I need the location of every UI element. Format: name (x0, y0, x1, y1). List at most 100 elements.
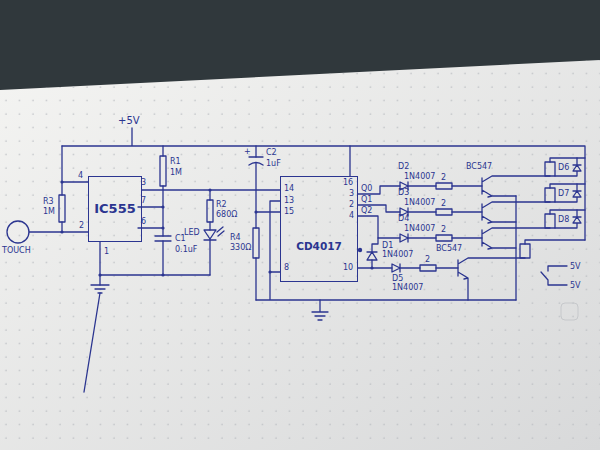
resistor-symbol (253, 228, 259, 258)
paper-mark (561, 303, 578, 320)
ic-box: IC555 (88, 176, 142, 242)
pin-number: 1 (104, 247, 109, 256)
capacitor-symbol (155, 236, 171, 241)
wire (515, 196, 516, 300)
pin-number: 13 (284, 196, 294, 205)
part-value: 2 (441, 199, 446, 208)
part-value: 330Ω (230, 243, 251, 252)
paper-sheet (0, 60, 600, 450)
part-value: 1N4007 (404, 172, 435, 181)
part-name: C2 (266, 148, 277, 157)
part-name: D6 (558, 163, 569, 172)
wire (256, 146, 516, 300)
pin-number: 3 (141, 178, 146, 187)
junction-dot (60, 180, 63, 183)
part-name: D2 (398, 162, 409, 171)
pin-number: 4 (78, 171, 83, 180)
resistor-symbol (436, 183, 452, 189)
part-value: 1M (170, 168, 182, 177)
wire (256, 146, 280, 300)
part-value: 1N4007 (392, 283, 423, 292)
pin-number: 7 (141, 196, 146, 205)
diode-symbol (392, 264, 400, 272)
pin-number: 8 (284, 263, 289, 272)
diode-symbol (367, 252, 377, 260)
supply-label: +5V (118, 115, 140, 127)
wire (62, 146, 88, 232)
part-name: TOUCH (2, 246, 31, 255)
resistor-symbol (420, 265, 436, 271)
relay-coil (520, 244, 530, 258)
led-symbol (204, 227, 224, 240)
part-value: 1N4007 (382, 250, 413, 259)
relay-contact (541, 266, 567, 285)
pin-number: 3 (349, 189, 354, 198)
ink-blot (358, 248, 362, 252)
junction-dot (60, 230, 63, 233)
pin-number: 2 (79, 221, 84, 230)
part-name: D7 (558, 189, 569, 198)
stray-line (84, 293, 100, 392)
part-value: 2 (441, 225, 446, 234)
part-name: R4 (230, 233, 241, 242)
wire (100, 242, 210, 285)
part-value: 1N4007 (404, 198, 435, 207)
part-value: 1uF (266, 159, 281, 168)
resistor-symbol (160, 156, 166, 186)
junction-dot (161, 205, 164, 208)
part-value: BC547 (436, 244, 462, 253)
ground-symbol (312, 300, 328, 320)
part-name: R3 (43, 197, 54, 206)
signal-name: Q2 (361, 206, 372, 215)
resistor-symbol (436, 209, 452, 215)
relay-coil (545, 214, 555, 228)
part-name: D4 (398, 214, 409, 223)
resistor-symbol (436, 235, 452, 241)
touch-pad (7, 221, 29, 243)
capacitor-symbol (249, 157, 263, 165)
pin-number: 4 (349, 211, 354, 220)
ic-name: IC555 (94, 202, 136, 216)
junction-dot (370, 266, 373, 269)
junction-dot (98, 273, 101, 276)
polarity-mark: + (244, 147, 251, 156)
part-name: D8 (558, 215, 569, 224)
pin-number: 10 (343, 263, 353, 272)
part-name: D1 (382, 241, 393, 250)
pin-number: 2 (349, 200, 354, 209)
part-name: R1 (170, 157, 181, 166)
signal-name: Q0 (361, 184, 372, 193)
supply-label: 5V (570, 262, 581, 271)
diode-symbol (555, 158, 581, 228)
relay-coil (545, 188, 555, 202)
part-name: R2 (216, 200, 227, 209)
pin-number: 16 (343, 178, 353, 187)
wire (525, 240, 585, 244)
wire (550, 158, 585, 214)
wire (209, 190, 210, 275)
supply-rail (62, 128, 585, 240)
dot-grid (0, 60, 600, 450)
part-name: D5 (392, 274, 403, 283)
pin-number: 14 (284, 184, 294, 193)
part-value: 0.1uF (175, 245, 197, 254)
pin-number: 15 (284, 207, 294, 216)
part-value: 2 (441, 173, 446, 182)
signal-name: Q1 (361, 195, 372, 204)
ground-symbol (91, 285, 109, 293)
wire (400, 267, 458, 268)
part-name: D3 (398, 188, 409, 197)
ic-name: CD4017 (296, 241, 342, 253)
part-value: 1M (43, 207, 55, 216)
supply-label: 5V (570, 281, 581, 290)
part-value: BC547 (466, 162, 492, 171)
junction-dot (161, 273, 164, 276)
part-value: 1N4007 (404, 224, 435, 233)
junction-dot (268, 270, 271, 273)
output-wire (358, 186, 400, 238)
part-value: 680Ω (216, 210, 237, 219)
